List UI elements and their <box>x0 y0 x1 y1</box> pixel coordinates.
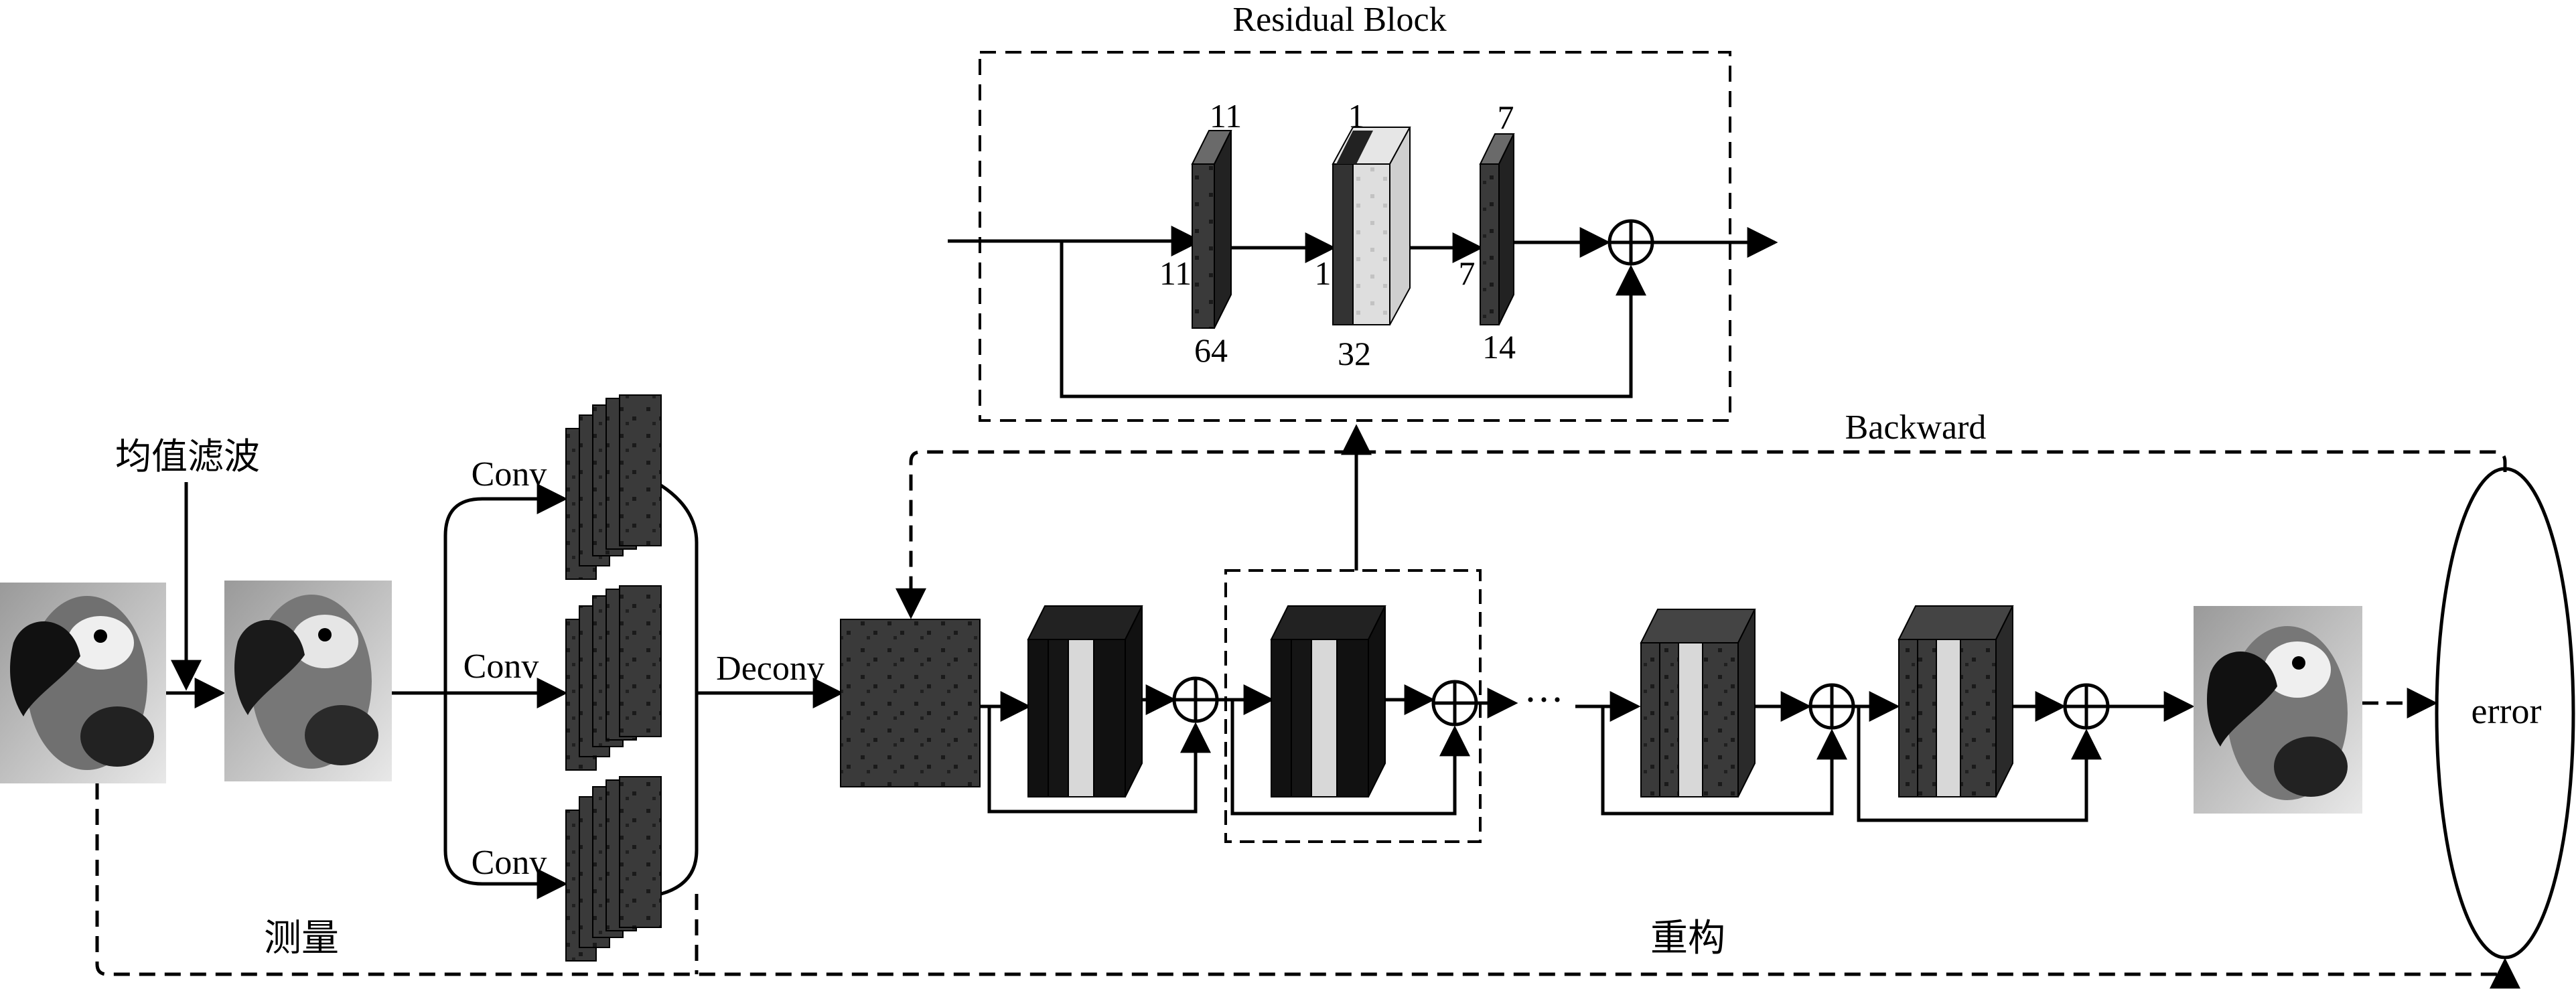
deconv-label: Deconv <box>716 650 825 688</box>
res-block-1 <box>1027 605 1143 797</box>
conv-stack-mid <box>565 585 662 771</box>
sum-node-4 <box>2063 683 2110 730</box>
skip-3 <box>1601 706 1847 816</box>
rb-layer3-side: 7 <box>1459 254 1476 292</box>
skip-1 <box>987 706 1211 814</box>
merge-bracket <box>660 483 699 896</box>
skip-2 <box>1230 700 1470 816</box>
res-block-4 <box>1898 605 2014 797</box>
sum-node-2 <box>1431 680 1478 727</box>
highlight-frame <box>1224 569 1482 843</box>
conv-bottom-label: Conv <box>472 844 547 882</box>
rb-layer1-bottom: 64 <box>1194 331 1228 369</box>
rb-layer2 <box>1332 127 1411 325</box>
conv-stack-bottom <box>565 776 662 962</box>
rb-layer3-top: 7 <box>1498 98 1514 136</box>
rb-layer2-side: 1 <box>1315 254 1332 292</box>
measure-label: 测量 <box>264 917 339 960</box>
input-image <box>0 583 166 783</box>
mean-filter-label: 均值滤波 <box>115 435 260 477</box>
rb-layer2-bottom: 32 <box>1338 335 1371 372</box>
rb-layer1-top: 11 <box>1210 97 1242 135</box>
rb-layer2-top: 1 <box>1348 97 1365 135</box>
residual-block-title: Residual Block <box>1232 1 1446 39</box>
conv-stack-top <box>565 394 662 580</box>
res-block-3 <box>1640 609 1756 797</box>
filtered-image <box>224 581 392 781</box>
backward-arrow <box>896 450 2507 619</box>
skip-4 <box>1857 706 2102 822</box>
res-block-2 <box>1270 605 1386 797</box>
rb-skip-connection <box>1060 242 1646 398</box>
input-to-error-arrow <box>95 783 2520 989</box>
deconv-output <box>840 619 981 787</box>
error-label: error <box>2472 691 2542 731</box>
sum-node-3 <box>1808 683 1855 730</box>
rb-sum-node <box>1607 219 1654 266</box>
conv-mid-label: Conv <box>463 647 539 686</box>
backward-label: Backward <box>1845 408 1987 447</box>
rb-layer1 <box>1191 130 1232 329</box>
conv-top-label: Conv <box>472 455 547 493</box>
rb-layer3 <box>1479 133 1515 325</box>
reconstruct-label: 重构 <box>1650 917 1725 960</box>
sum-node-1 <box>1172 676 1219 723</box>
output-image <box>2194 606 2362 814</box>
rb-layer3-bottom: 14 <box>1482 328 1516 366</box>
rb-layer1-side: 11 <box>1159 254 1192 292</box>
residual-block: Residual Block 11 11 64 1 1 32 <box>948 1 1778 422</box>
ellipsis: ··· <box>1524 678 1564 722</box>
